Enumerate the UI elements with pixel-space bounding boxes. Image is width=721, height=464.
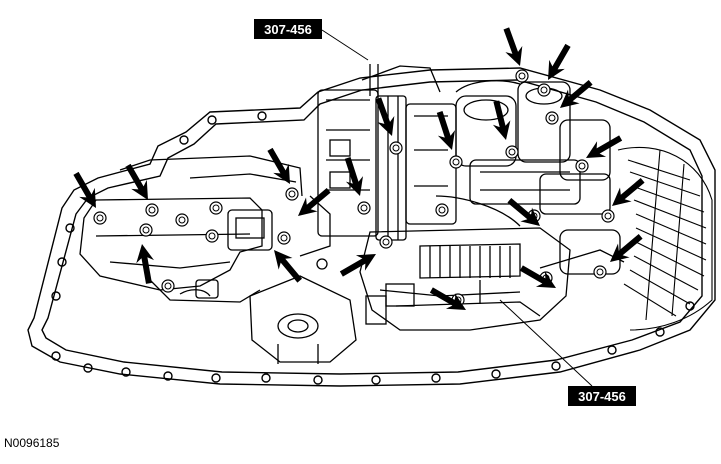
arrow-icon xyxy=(581,130,626,166)
detent-lever xyxy=(249,258,357,364)
arrow-icon xyxy=(339,155,369,199)
arrow-icon xyxy=(292,183,335,223)
arrow-icon xyxy=(516,260,561,296)
arrow-icon xyxy=(336,246,381,282)
arrow-icon xyxy=(604,229,647,269)
arrow-icon xyxy=(497,25,529,70)
tool-callout-bottom: 307-456 xyxy=(499,299,636,406)
left-valve-body xyxy=(79,155,331,303)
oil-pan-outline xyxy=(27,67,716,387)
case-ribs xyxy=(617,146,713,331)
figure-id: N0096185 xyxy=(4,436,60,450)
arrow-icon xyxy=(267,244,307,287)
tool-label-bottom: 307-456 xyxy=(578,389,626,404)
arrow-icon xyxy=(369,95,401,140)
arrow-icon xyxy=(554,75,597,115)
tool-label-top: 307-456 xyxy=(264,22,312,37)
arrow-icon xyxy=(606,173,649,213)
accumulator-body xyxy=(359,227,625,331)
tool-callout-top: 307-456 xyxy=(254,19,369,61)
solenoid-block xyxy=(317,64,521,241)
arrow-icon xyxy=(487,99,515,143)
right-solenoids xyxy=(435,81,621,275)
